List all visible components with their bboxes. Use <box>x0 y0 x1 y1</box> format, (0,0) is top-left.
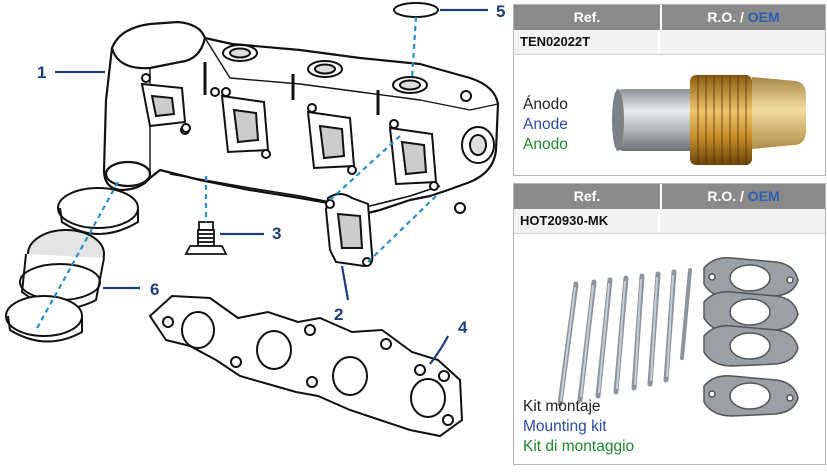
desc-italian: Anodo <box>523 136 568 153</box>
callout-5: 5 <box>496 2 506 21</box>
desc-italian: Kit di montaggio <box>523 438 635 455</box>
exploded-diagram: 1 2 3 4 5 6 <box>5 2 506 438</box>
zinc-anode-image <box>612 75 806 165</box>
desc-english: Anode <box>523 116 568 133</box>
manifold-drawing <box>5 2 500 438</box>
callout-3: 3 <box>272 224 282 243</box>
gaskets <box>703 256 799 417</box>
oem-value <box>660 30 825 54</box>
callout-6: 6 <box>150 280 160 299</box>
desc-spanish: Kit montaje <box>523 398 601 415</box>
manifold-gasket <box>148 294 464 438</box>
water-ports <box>180 44 495 214</box>
table-header: Ref. R.O. / OEM <box>514 5 825 30</box>
callout-4: 4 <box>458 318 468 337</box>
dashed-leaders <box>35 16 437 331</box>
product-code: TEN02022T <box>514 30 660 54</box>
callout-leaders <box>55 8 488 365</box>
desc-english: Mounting kit <box>523 418 607 435</box>
anode-plug <box>184 221 228 255</box>
callout-2: 2 <box>334 305 344 324</box>
table-header: Ref. R.O. / OEM <box>514 184 825 209</box>
product-card-mounting-kit: Ref. R.O. / OEM HOT20930-MK <box>513 183 826 465</box>
code-row: HOT20930-MK <box>514 209 825 234</box>
product-code: HOT20930-MK <box>514 209 660 233</box>
oem-header: R.O. / OEM <box>707 9 780 25</box>
product-card-anode: Ref. R.O. / OEM TEN02022T Ánodo <box>513 4 826 176</box>
bolts-and-gaskets-image <box>557 256 799 417</box>
ref-header: Ref. <box>514 5 662 30</box>
hose-and-clamps <box>5 187 139 343</box>
description: Ánodo Anode Anodo <box>523 95 568 155</box>
desc-spanish: Ánodo <box>523 96 568 113</box>
code-row: TEN02022T <box>514 30 825 55</box>
o-ring <box>393 2 439 18</box>
oem-value <box>660 209 825 233</box>
ref-header: Ref. <box>514 184 662 209</box>
exhaust-ports <box>140 62 439 191</box>
description: Kit montaje Mounting kit Kit di montaggi… <box>523 397 634 457</box>
callout-1: 1 <box>37 63 47 82</box>
flange-gasket <box>324 193 374 268</box>
oem-header: R.O. / OEM <box>707 188 780 204</box>
